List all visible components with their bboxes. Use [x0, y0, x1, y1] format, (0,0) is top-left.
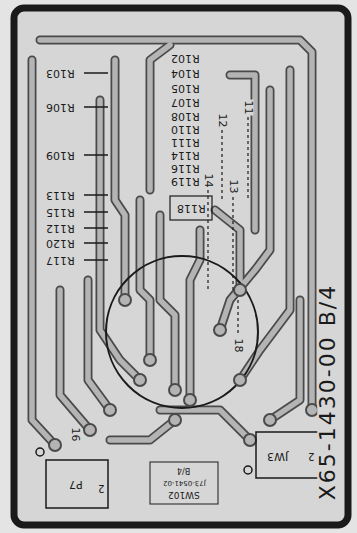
silkscreen-label: 16 — [70, 426, 81, 442]
silkscreen-label: R107 — [170, 97, 201, 108]
trace-edges — [32, 40, 312, 445]
pin-mark — [36, 448, 44, 456]
silkscreen-label: J73-0541-02 — [162, 479, 207, 486]
silkscreen-label: R110 — [170, 124, 201, 135]
silkscreen-label: JW3 — [266, 451, 289, 462]
silkscreen-label: R112 — [45, 223, 76, 234]
silkscreen-label: R116 — [170, 163, 201, 174]
silkscreen-label: R119 — [170, 176, 201, 187]
board-outline — [14, 8, 348, 525]
silkscreen-label: R115 — [45, 207, 76, 218]
silkscreen-label: R118 — [176, 203, 207, 214]
silkscreen-label: P7 — [68, 479, 84, 490]
silkscreen-label: 2 — [97, 483, 105, 493]
silkscreen-label: R104 — [170, 68, 201, 79]
trace-fill — [32, 40, 312, 445]
silkscreen-label: R102 — [170, 53, 201, 64]
switch-outline — [106, 256, 258, 408]
silkscreen-label: R120 — [45, 238, 76, 249]
board-part-number: X65-1430-00 B/4 — [317, 283, 339, 501]
silkscreen-label: R111 — [170, 137, 201, 148]
silkscreen-label: R114 — [170, 150, 201, 161]
silkscreen-label: R117 — [45, 255, 76, 266]
resistor-leaders — [84, 73, 108, 260]
pin-mark — [244, 466, 252, 474]
solder-pads — [49, 284, 318, 451]
switch-tag-outline — [150, 462, 218, 504]
silkscreen-label: 12 — [217, 112, 228, 128]
silkscreen-label: B/4 — [176, 466, 191, 474]
jumper-dashes — [208, 117, 248, 333]
copper-traces — [32, 40, 312, 445]
silkscreen-label: SW102 — [167, 490, 201, 499]
silkscreen-label: R106 — [45, 102, 76, 113]
silkscreen-label: 18 — [233, 337, 244, 353]
silkscreen-label: R109 — [45, 150, 76, 161]
silkscreen-label: 13 — [228, 178, 239, 194]
silkscreen-label: R108 — [170, 111, 201, 122]
silkscreen-label: R113 — [45, 190, 76, 201]
silkscreen-label: 2 — [307, 451, 315, 461]
silkscreen-label: R103 — [45, 68, 76, 79]
silkscreen-label: 14 — [203, 172, 214, 188]
silkscreen-label: R105 — [170, 83, 201, 94]
resistor-outline — [170, 196, 212, 220]
silkscreen-label: 11 — [243, 99, 254, 115]
connector-outline — [46, 460, 108, 508]
jumper-outline — [256, 432, 320, 478]
